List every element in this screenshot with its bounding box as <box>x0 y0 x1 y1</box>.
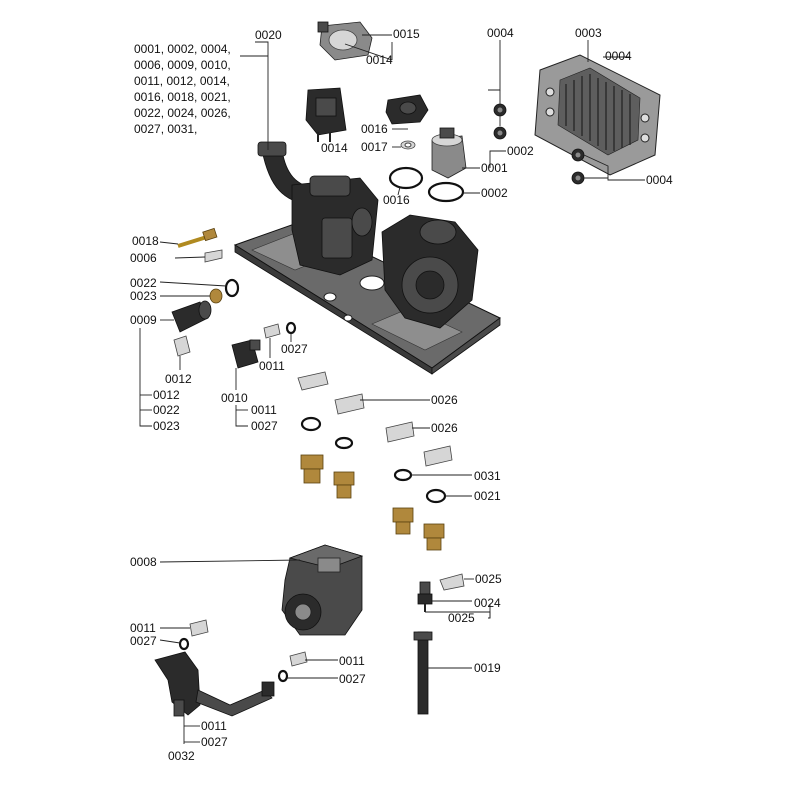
label-0002: 0002 <box>481 186 508 200</box>
label-0003: 0003 <box>575 26 602 40</box>
label-0016: 0016 <box>383 193 410 207</box>
part-0017 <box>400 140 416 150</box>
part-0011-clip <box>263 323 281 339</box>
label-0027: 0027 <box>339 672 366 686</box>
label-0031: 0031 <box>474 469 501 483</box>
label-0011: 0011 <box>201 719 227 733</box>
label-0016: 0016 <box>361 122 388 136</box>
label-0026: 0026 <box>431 393 458 407</box>
part-0011-clip <box>289 651 308 667</box>
part-0032-pipe-assembly <box>154 651 275 717</box>
label-0027: 0027 <box>251 419 278 433</box>
part-0006-clip <box>204 249 223 263</box>
part-0026-clip <box>334 393 365 415</box>
part-0015 <box>317 21 373 61</box>
part-0019-tube <box>413 631 433 715</box>
part-0003-heat-exchanger <box>534 54 661 176</box>
part-brass-fitting <box>392 507 414 535</box>
label-0001: 0001 <box>481 161 508 175</box>
part-0010 <box>231 339 261 369</box>
label-0022: 0022 <box>130 276 157 290</box>
label-0006: 0006 <box>130 251 157 265</box>
part-cap <box>385 94 429 125</box>
part-brass-fitting <box>300 454 324 484</box>
label-0032: 0032 <box>168 749 195 763</box>
part-0011-clip <box>189 619 209 637</box>
label-0027: 0027 <box>201 735 228 749</box>
label-0026: 0026 <box>431 421 458 435</box>
label-0024: 0024 <box>474 596 501 610</box>
part-0014 <box>305 87 347 142</box>
label-0015: 0015 <box>393 27 420 41</box>
part-0022-ring <box>224 278 240 298</box>
label-0020: 0020 <box>255 28 282 42</box>
label-0025: 0025 <box>475 572 502 586</box>
leader-lines <box>139 34 645 744</box>
label-0019: 0019 <box>474 661 501 675</box>
label-0027: 0027 <box>130 634 157 648</box>
part-0027-ring <box>277 669 289 683</box>
label-0004: 0004 <box>605 49 632 63</box>
part-0012-clip <box>173 335 191 357</box>
part-0027-ring <box>178 637 190 651</box>
kit-list-line: 0027, 0031, <box>134 122 197 136</box>
label-0008: 0008 <box>130 555 157 569</box>
part-0009-plug <box>171 300 212 333</box>
part-0026-clip <box>297 371 329 391</box>
part-0016-gasket <box>388 166 424 190</box>
label-0018: 0018 <box>132 234 159 248</box>
kit-list-line: 0016, 0018, 0021, <box>134 90 231 104</box>
part-0002-oring <box>427 181 465 203</box>
part-0004-washers-right <box>571 148 585 185</box>
label-0012: 0012 <box>153 388 180 402</box>
part-ring <box>300 416 322 432</box>
label-0004: 0004 <box>646 173 673 187</box>
label-0002: 0002 <box>507 144 534 158</box>
part-0024-valve <box>417 581 433 612</box>
part-ring <box>334 436 354 450</box>
kit-list-line: 0001, 0002, 0004, <box>134 42 231 56</box>
part-0021-ring <box>425 488 447 504</box>
label-0021: 0021 <box>474 489 501 503</box>
label-0011: 0011 <box>339 654 365 668</box>
part-0023-nut <box>209 288 223 304</box>
label-0011: 0011 <box>259 359 285 373</box>
part-labels: 0020 0015 0014 0004 0003 0004 0014 0016 … <box>130 26 673 763</box>
label-0011: 0011 <box>251 403 277 417</box>
pump-body-right <box>381 214 479 329</box>
part-0008-pump <box>281 544 364 636</box>
label-0011: 0011 <box>130 621 156 635</box>
label-0027: 0027 <box>281 342 308 356</box>
part-0031-ring <box>393 468 413 482</box>
part-0027-ring <box>285 321 297 335</box>
kit-list-line: 0011, 0012, 0014, <box>134 74 230 88</box>
part-0001 <box>431 127 467 179</box>
kit-list-line: 0022, 0024, 0026, <box>134 106 231 120</box>
label-0023: 0023 <box>153 419 180 433</box>
label-0014: 0014 <box>366 53 393 67</box>
label-0014: 0014 <box>321 141 348 155</box>
label-0017: 0017 <box>361 140 388 154</box>
label-0025: 0025 <box>448 611 475 625</box>
label-0009: 0009 <box>130 313 157 327</box>
kit-list: 0001, 0002, 0004, 0006, 0009, 0010, 0011… <box>134 42 231 136</box>
part-0025-clip <box>439 573 465 591</box>
label-0022: 0022 <box>153 403 180 417</box>
part-brass-fitting <box>333 471 355 499</box>
label-0004: 0004 <box>487 26 514 40</box>
part-brass-fitting <box>423 523 445 551</box>
valve-body-left <box>291 175 379 276</box>
part-0026-clip <box>423 445 453 467</box>
part-0026-clip <box>385 421 415 443</box>
kit-list-line: 0006, 0009, 0010, <box>134 58 231 72</box>
label-0010: 0010 <box>221 391 248 405</box>
part-0018-probe <box>177 227 218 248</box>
label-0023: 0023 <box>130 289 157 303</box>
label-0012: 0012 <box>165 372 192 386</box>
